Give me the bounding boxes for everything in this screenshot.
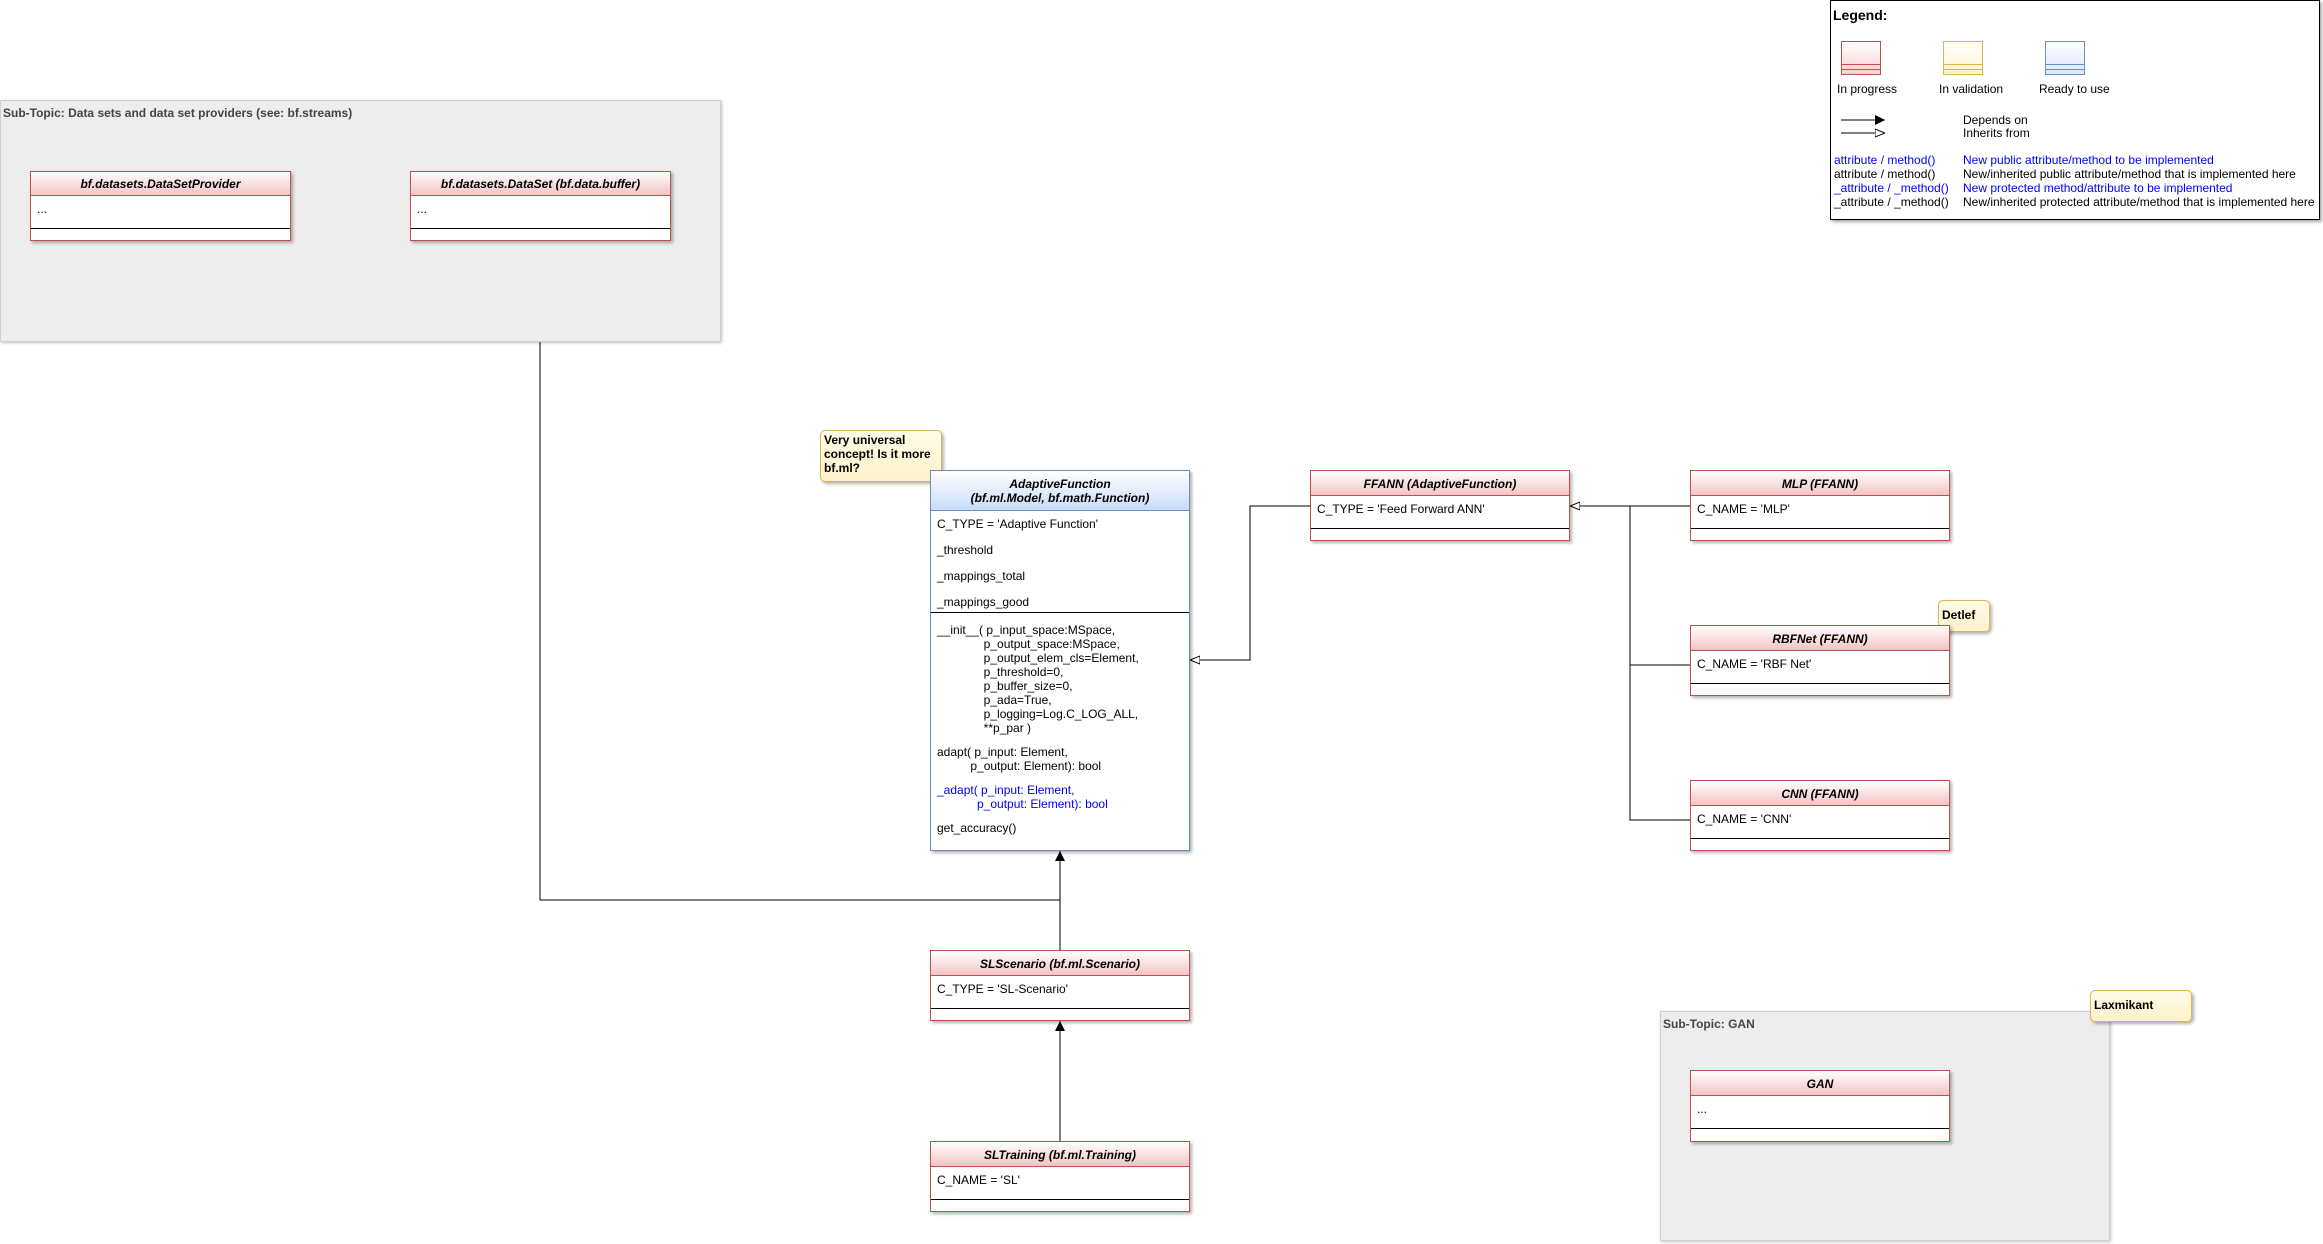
legend-style-meaning: New/inherited public attribute/method th… bbox=[1963, 167, 2296, 181]
class-datasetprovider[interactable]: bf.datasets.DataSetProvider ... bbox=[30, 171, 291, 241]
class-divider bbox=[1691, 528, 1949, 529]
legend-status-label: In validation bbox=[1939, 82, 2004, 96]
class-slscenario[interactable]: SLScenario (bf.ml.Scenario) C_TYPE = 'SL… bbox=[930, 950, 1190, 1021]
note-text: Detlef bbox=[1942, 608, 1976, 622]
class-attribute: C_NAME = 'SL' bbox=[937, 1173, 1020, 1187]
class-title: SLTraining (bf.ml.Training) bbox=[931, 1142, 1189, 1167]
class-divider bbox=[1691, 1128, 1949, 1129]
class-method-adapt-protected: _adapt( p_input: Element, p_output: Elem… bbox=[937, 783, 1108, 811]
note-universal-concept: Very universal concept! Is it more bf.ml… bbox=[820, 430, 942, 482]
class-divider bbox=[1311, 528, 1569, 529]
class-title-line1: AdaptiveFunction bbox=[1009, 477, 1111, 491]
class-attribute: C_NAME = 'MLP' bbox=[1697, 502, 1790, 516]
class-title: RBFNet (FFANN) bbox=[1691, 626, 1949, 651]
note-text: Very universal concept! Is it more bf.ml… bbox=[824, 433, 931, 475]
class-ffann[interactable]: FFANN (AdaptiveFunction) C_TYPE = 'Feed … bbox=[1310, 470, 1570, 541]
class-title: GAN bbox=[1691, 1071, 1949, 1096]
class-attribute: C_TYPE = 'Feed Forward ANN' bbox=[1317, 502, 1485, 516]
subtopic-gan-title: Sub-Topic: GAN bbox=[1663, 1017, 1755, 1031]
legend-style-meaning: New/inherited protected attribute/method… bbox=[1963, 195, 2315, 209]
class-attribute: C_NAME = 'RBF Net' bbox=[1697, 657, 1812, 671]
class-divider bbox=[1691, 683, 1949, 684]
legend-style-sample: _attribute / _method() bbox=[1834, 181, 1949, 195]
class-rbfnet[interactable]: RBFNet (FFANN) C_NAME = 'RBF Net' bbox=[1690, 625, 1950, 696]
class-attribute: _mappings_total bbox=[937, 569, 1026, 583]
legend-style-sample: attribute / method() bbox=[1834, 167, 1936, 181]
class-title: FFANN (AdaptiveFunction) bbox=[1311, 471, 1569, 496]
note-text: Laxmikant bbox=[2094, 998, 2154, 1012]
subtopic-datasets-title: Sub-Topic: Data sets and data set provid… bbox=[3, 106, 353, 120]
class-attribute: ... bbox=[417, 202, 428, 216]
class-title: CNN (FFANN) bbox=[1691, 781, 1949, 806]
legend-style-meaning: New protected method/attribute to be imp… bbox=[1963, 181, 2233, 195]
class-title: bf.datasets.DataSet (bf.data.buffer) bbox=[411, 172, 670, 196]
inherits-cnn-from-ffann bbox=[1629, 665, 1690, 821]
class-dataset[interactable]: bf.datasets.DataSet (bf.data.buffer) ... bbox=[410, 171, 671, 241]
class-divider bbox=[931, 612, 1189, 613]
class-sltraining[interactable]: SLTraining (bf.ml.Training) C_NAME = 'SL… bbox=[930, 1141, 1190, 1212]
class-divider bbox=[931, 1199, 1189, 1200]
class-divider bbox=[31, 228, 290, 229]
class-attribute: C_NAME = 'CNN' bbox=[1697, 812, 1792, 826]
class-attribute: ... bbox=[1697, 1102, 1708, 1116]
class-attribute: C_TYPE = 'SL-Scenario' bbox=[937, 982, 1068, 996]
class-divider bbox=[931, 1008, 1189, 1009]
class-method-adapt: adapt( p_input: Element, p_output: Eleme… bbox=[937, 745, 1102, 773]
legend-title: Legend: bbox=[1833, 7, 1888, 23]
note-laxmikant: Laxmikant bbox=[2090, 990, 2192, 1022]
class-divider bbox=[1691, 838, 1949, 839]
class-method-init: __init__( p_input_space:MSpace, p_output… bbox=[937, 623, 1139, 735]
legend-swatch-in-progress bbox=[1841, 41, 1881, 75]
inherits-rbfnet-from-ffann bbox=[1629, 506, 1690, 666]
class-divider bbox=[411, 228, 670, 229]
class-mlp[interactable]: MLP (FFANN) C_NAME = 'MLP' bbox=[1690, 470, 1950, 541]
class-attribute: C_TYPE = 'Adaptive Function' bbox=[937, 517, 1098, 531]
legend-style-sample: attribute / method() bbox=[1834, 153, 1936, 167]
legend-swatch-ready bbox=[2045, 41, 2085, 75]
class-attribute: ... bbox=[37, 202, 48, 216]
legend: Legend: In progress In validation Ready … bbox=[1830, 0, 2320, 220]
legend-arrow-samples bbox=[1841, 115, 1885, 141]
legend-arrow-label: Depends on bbox=[1963, 113, 2028, 127]
class-attribute: _threshold bbox=[937, 543, 994, 557]
class-title: bf.datasets.DataSetProvider bbox=[31, 172, 290, 196]
legend-status-label: In progress bbox=[1837, 82, 1898, 96]
class-title: SLScenario (bf.ml.Scenario) bbox=[931, 951, 1189, 976]
legend-status-label: Ready to use bbox=[2039, 82, 2110, 96]
legend-style-meaning: New public attribute/method to be implem… bbox=[1963, 153, 2214, 167]
class-method-get-accuracy: get_accuracy() bbox=[937, 821, 1017, 835]
inherits-ffann-from-adaptivefunction bbox=[1190, 505, 1310, 660]
class-title: MLP (FFANN) bbox=[1691, 471, 1949, 496]
class-adaptivefunction[interactable]: AdaptiveFunction (bf.ml.Model, bf.math.F… bbox=[930, 470, 1190, 851]
legend-swatch-in-validation bbox=[1943, 41, 1983, 75]
legend-style-sample: _attribute / _method() bbox=[1834, 195, 1949, 209]
class-gan[interactable]: GAN ... bbox=[1690, 1070, 1950, 1142]
class-attribute: _mappings_good bbox=[937, 595, 1030, 609]
legend-arrow-label: Inherits from bbox=[1963, 126, 2030, 140]
class-cnn[interactable]: CNN (FFANN) C_NAME = 'CNN' bbox=[1690, 780, 1950, 851]
class-title-line2: (bf.ml.Model, bf.math.Function) bbox=[970, 491, 1150, 505]
class-title: AdaptiveFunction (bf.ml.Model, bf.math.F… bbox=[931, 471, 1189, 511]
